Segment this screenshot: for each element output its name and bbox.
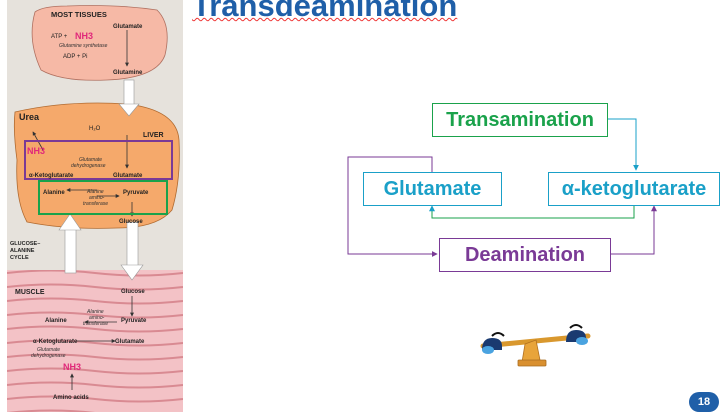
label-nh3-muscle: NH3 [63,362,81,372]
label-pyruvate-liver: Pyruvate [123,190,149,196]
label-nh3-top: NH3 [75,31,93,41]
label-aat-2: amino- [89,195,105,201]
glutamate-box: Glutamate [363,172,502,206]
label-muscle-gdh-1: Glutamate [37,347,60,353]
label-aat-3: transferase [83,201,108,207]
label-alanine-liver: Alanine [43,190,65,196]
page-number-badge: 18 [689,392,719,412]
tissue-cell [31,5,168,81]
label-glucose-liver: Glucose [119,219,143,225]
label-atp: ATP + [51,34,68,40]
connector-akg-glutamate [429,205,635,219]
label-gdh-2: dehydrogenase [71,163,106,169]
glutamine-transport-arrowhead [118,103,140,117]
label-h2o: H₂O [89,126,101,132]
label-glutamate-muscle: Glutamate [115,339,145,345]
label-pyruvate-muscle: Pyruvate [121,318,147,324]
label-cycle-2: ALANINE [10,248,35,254]
label-adp-pi: ADP + Pi [63,54,87,60]
label-muscle-aat-3: transferase [83,321,108,327]
label-most-tissues: MOST TISSUES [51,10,107,19]
label-glucose-muscle: Glucose [121,289,145,295]
label-muscle-aat-2: amino- [89,315,105,321]
label-amino-acids: Amino acids [53,395,89,401]
connector-transamination-akg [607,118,639,171]
label-glutamate-liver: Glutamate [113,173,143,179]
label-muscle: MUSCLE [15,289,45,296]
transamination-highlight [38,180,168,215]
label-muscle-gdh-2: dehydrogenase [31,353,66,359]
label-cycle-3: CYCLE [10,255,29,261]
alanine-up-arrowhead [58,213,82,231]
transamination-box: Transamination [432,103,608,137]
label-nh3-liver: NH3 [27,146,45,156]
connector-glutamate-deamination [347,156,438,257]
seesaw-icon [480,324,591,367]
label-muscle-aat-1: Alanine [86,309,104,315]
slide-title: Transdeamination [192,0,458,23]
label-akg-liver: α-Ketoglutarate [29,173,74,179]
label-alanine-muscle: Alanine [45,318,67,324]
label-aat-1: Alanine [86,189,104,195]
deamination-highlight [24,140,173,180]
label-glutamate-top: Glutamate [113,24,143,30]
deamination-box: Deamination [439,238,611,272]
label-urea: Urea [19,112,40,122]
connector-deamination-akg [610,205,657,255]
label-glutamine-synthetase: Glutamine synthetase [59,43,108,49]
label-liver: LIVER [143,132,164,139]
label-glutamine: Glutamine [113,70,143,76]
label-akg-muscle: α-Ketoglutarate [33,339,78,345]
metabolism-figure: MOST TISSUES Glutamate ATP + NH3 Glutami… [7,0,183,412]
label-cycle-1: GLUCOSE– [10,241,40,247]
label-gdh-1: Glutamate [79,157,102,163]
alpha-ketoglutarate-box: α-ketoglutarate [548,172,720,206]
glucose-down-arrowhead [120,264,144,281]
